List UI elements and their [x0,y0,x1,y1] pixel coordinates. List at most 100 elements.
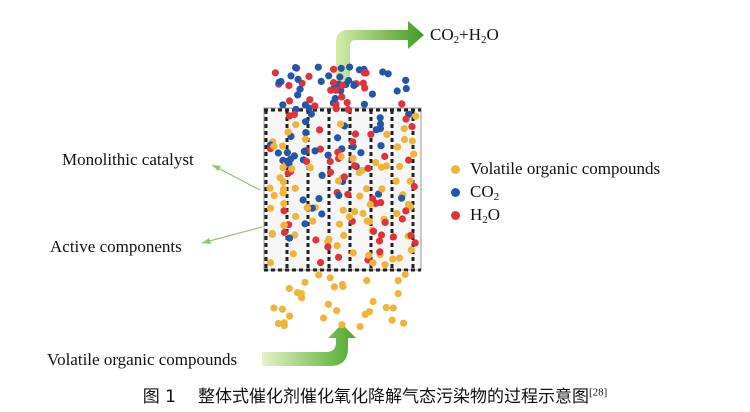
voc-molecule [292,121,300,129]
voc-molecule [336,120,345,128]
h2o-molecule [367,130,375,138]
active-pointer-head [202,238,211,244]
active-components-label: Active components [50,237,182,256]
h2o-molecule [398,215,406,223]
legend-label-voc: Volatile organic compounds [470,159,661,178]
co2-molecule [377,142,385,150]
voc-molecule [366,200,374,208]
voc-molecule [279,185,288,193]
voc-molecule [393,209,401,218]
h2o-molecule [381,152,389,160]
co2-molecule [332,105,340,113]
h2o-molecule [285,112,294,120]
h2o-molecule [317,259,325,267]
h2o-molecule [335,253,343,261]
input-label: Volatile organic compounds [47,350,238,369]
voc-molecule [335,220,344,228]
voc-molecule [325,235,333,243]
voc-molecule [289,250,297,258]
h2o-molecule [316,126,324,134]
voc-molecule [400,319,408,327]
voc-molecule [319,314,328,322]
voc-molecule [301,278,309,286]
voc-molecule [326,274,334,282]
voc-molecule [278,305,287,313]
voc-molecule [333,307,341,315]
h2o-molecule [402,115,410,123]
voc-molecule [276,174,284,182]
voc-molecule [369,259,377,267]
h2o-molecule [349,138,357,146]
co2-molecule [292,64,300,72]
voc-molecule [356,323,364,331]
co2-molecule [318,210,326,218]
co2-molecule [302,129,310,137]
h2o-molecule [389,233,397,241]
h2o-molecule [317,77,325,85]
co2-molecule [360,69,368,77]
voc-molecule [361,310,369,319]
voc-molecule [365,251,373,259]
h2o-molecule [344,190,352,198]
voc-molecule [301,135,309,143]
h2o-molecule [351,130,360,138]
h2o-molecule [377,199,385,207]
h2o-molecule [280,207,288,215]
voc-molecule [270,142,278,150]
voc-molecule [315,271,323,279]
co2-molecule [402,76,410,84]
voc-molecule [388,316,396,324]
voc-molecule [349,249,357,257]
voc-molecule [394,143,402,151]
co2-molecule [318,171,326,179]
voc-molecule [284,128,292,136]
co2-molecule [393,87,401,95]
voc-molecule [293,289,301,297]
voc-molecule [270,304,278,312]
co2-molecule [327,86,335,94]
h2o-molecule [338,81,346,90]
voc-molecule [410,150,418,158]
voc-molecule [395,254,404,262]
co2-molecule [301,220,309,228]
output-arrow [336,21,424,84]
voc-molecule [362,185,371,193]
co2-molecule [325,72,333,80]
co2-molecule [299,196,307,204]
voc-molecule [340,231,348,239]
co2-molecule [398,194,406,202]
h2o-molecule [275,78,283,86]
active-pointer-line [201,226,263,244]
voc-molecule [288,165,296,173]
voc-molecule [268,230,276,238]
h2o-molecule [359,79,367,87]
voc-molecule [270,192,278,200]
h2o-molecule [369,227,378,235]
h2o-molecule [398,100,406,108]
co2-molecule [311,102,319,110]
voc-molecule [392,177,400,185]
h2o-molecule [344,106,352,114]
voc-molecule [359,209,367,218]
voc-molecule [286,312,294,320]
h2o-molecule [294,91,302,99]
co2-molecule [346,63,354,71]
legend-dot-co2 [451,187,460,197]
h2o-molecule [375,237,384,245]
h2o-molecule [314,63,322,71]
input-arrow [262,324,356,366]
co2-molecule [305,104,313,112]
co2-molecule [337,64,345,72]
voc-molecule [389,304,397,312]
co2-molecule [379,68,387,76]
voc-molecule [345,213,353,221]
co2-molecule [302,118,310,126]
h2o-molecule [376,248,384,256]
co2-molecule [332,86,340,94]
voc-molecule [369,297,377,306]
h2o-molecule [330,65,338,73]
voc-molecule [298,294,306,302]
voc-molecule [404,200,413,209]
